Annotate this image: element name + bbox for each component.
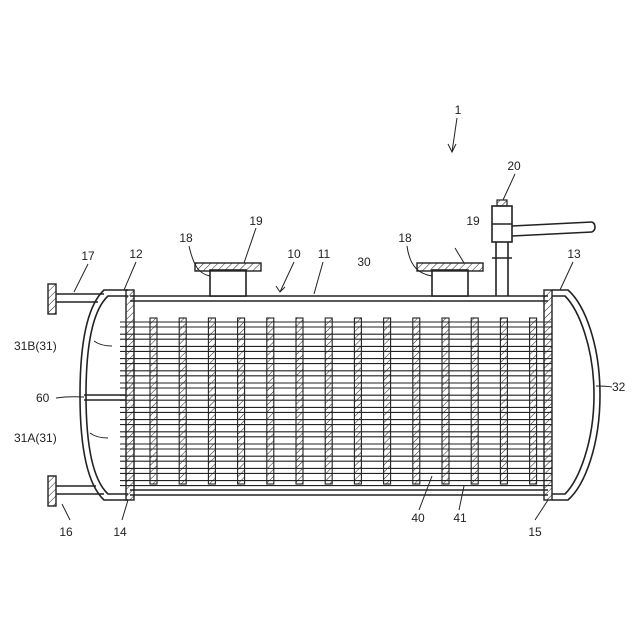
nozzle-18-left [195,263,261,296]
label-tubesheet-15: 15 [528,525,542,539]
label-pipe-16: 16 [59,525,73,539]
baffle-41 [471,318,478,484]
baffle-41 [150,318,157,484]
baffle-41 [267,318,274,484]
baffle-41 [179,318,186,484]
label-baffle-41: 41 [453,511,467,525]
baffle-41 [500,318,507,484]
label-flange-19-right: 19 [466,214,480,228]
baffle-41 [238,318,245,484]
label-shell-10: 10 [287,247,301,261]
baffle-41 [384,318,391,484]
label-flange-19-left: 19 [249,214,263,228]
baffle-group [150,318,537,484]
nozzle-18-right [417,263,483,296]
nozzle-16 [48,476,104,506]
baffle-41 [530,318,537,484]
right-head [552,290,600,500]
baffle-41 [354,318,361,484]
baffle-41 [413,318,420,484]
label-shell-11: 11 [318,247,331,261]
baffle-41 [208,318,215,484]
label-tube-40: 40 [411,511,425,525]
label-pipe-20: 20 [507,159,521,173]
label-space-30: 30 [357,255,371,269]
label-chamber-31a: 31A(31) [14,431,57,445]
label-nozzle-18-left: 18 [179,231,193,245]
label-flange-13: 13 [567,247,581,261]
label-flange-12: 12 [129,247,143,261]
leader-lines [56,118,612,520]
flange-19-left [195,263,261,271]
baffle-41 [325,318,332,484]
label-pipe-17: 17 [81,249,95,263]
label-chamber-32: 32 [612,380,626,394]
label-nozzle-18-right: 18 [398,231,412,245]
baffle-41 [296,318,303,484]
flange-19-right [417,263,483,271]
partition-plate-60 [84,395,126,400]
label-partition-60: 60 [36,391,50,405]
label-chamber-31b: 31B(31) [14,339,57,353]
baffle-41 [442,318,449,484]
label-device-1: 1 [455,103,462,117]
label-tubesheet-14: 14 [113,525,127,539]
